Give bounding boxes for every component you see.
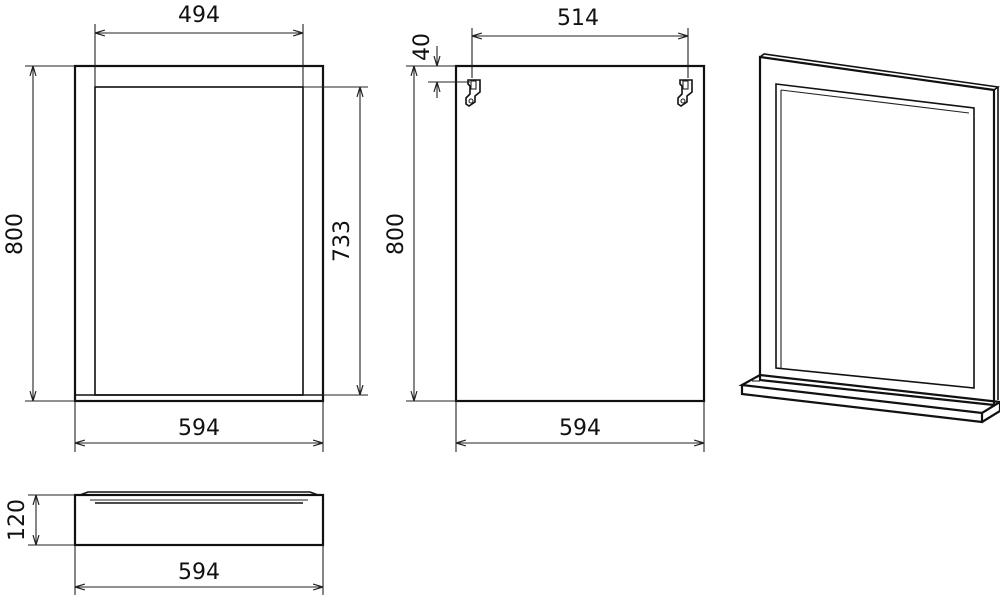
left-hanger-bracket xyxy=(465,79,481,107)
top-view-lip xyxy=(79,491,319,496)
front-outer-frame xyxy=(73,64,325,403)
dim-back-width: 594 xyxy=(559,416,601,441)
dim-hanger-distance: 514 xyxy=(557,6,599,31)
dim-top-width: 594 xyxy=(178,560,220,585)
iso-inner-panel xyxy=(775,83,975,389)
dim-back-height: 800 xyxy=(384,213,409,255)
dim-overall-width: 594 xyxy=(178,416,220,441)
dim-depth: 120 xyxy=(5,499,30,541)
iso-shelf-top xyxy=(738,373,1000,415)
iso-shelf-side xyxy=(981,402,1000,423)
iso-frame-top-edge xyxy=(759,53,1000,91)
dim-hanger-offset: 40 xyxy=(410,33,435,61)
isometric-view xyxy=(738,53,1000,424)
top-view-outline xyxy=(73,493,325,547)
back-view: 514 40 800 594 xyxy=(384,6,706,452)
right-hanger-bracket xyxy=(677,79,693,107)
dim-overall-height: 800 xyxy=(3,213,28,255)
dim-inner-height: 733 xyxy=(330,220,355,262)
back-panel xyxy=(454,64,706,403)
dim-inner-width: 494 xyxy=(178,3,220,28)
top-view: 120 594 xyxy=(5,491,325,595)
iso-inner-bevel xyxy=(780,89,970,114)
iso-shelf-front xyxy=(740,385,984,424)
front-inner-panel xyxy=(94,86,304,396)
iso-frame-face xyxy=(758,55,996,407)
front-view: 494 800 733 594 xyxy=(3,3,368,452)
